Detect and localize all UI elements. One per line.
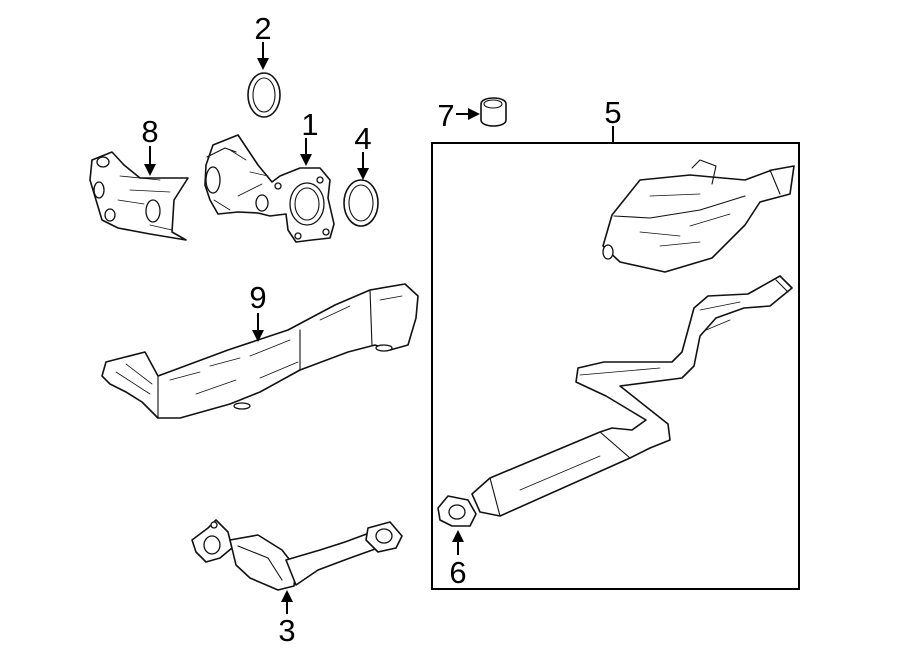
part-7-insulator[interactable] <box>480 97 507 127</box>
part-5-muffler[interactable] <box>602 159 795 273</box>
callout-8: 8 <box>141 114 159 176</box>
part-5-exhaust-assembly-frame <box>431 142 800 590</box>
callout-5-label: 5 <box>604 95 621 130</box>
callout-4: 4 <box>354 121 372 180</box>
callout-3-label: 3 <box>278 613 295 648</box>
callout-5: 5 <box>604 95 622 143</box>
part-4-gasket[interactable] <box>343 179 379 227</box>
callout-4-label: 4 <box>354 121 371 156</box>
callout-2-label: 2 <box>254 11 271 46</box>
part-8-heat-shield[interactable] <box>89 151 189 241</box>
callout-6: 6 <box>449 530 467 590</box>
callout-9: 9 <box>249 280 267 342</box>
callout-7: 7 <box>437 98 480 133</box>
callout-7-label: 7 <box>437 98 454 133</box>
part-6-flange-gasket[interactable] <box>437 495 477 527</box>
part-1-manifold-pipe[interactable] <box>204 134 335 243</box>
part-2-gasket[interactable] <box>247 72 281 118</box>
callout-1: 1 <box>300 107 319 166</box>
part-5-intermediate-pipe[interactable] <box>471 275 793 517</box>
part-9-underbody-shield[interactable] <box>101 283 419 419</box>
callout-3: 3 <box>278 590 296 648</box>
callout-8-label: 8 <box>141 114 158 149</box>
callout-2: 2 <box>254 11 272 70</box>
callout-6-label: 6 <box>449 555 466 590</box>
callout-1-label: 1 <box>301 107 318 142</box>
callout-9-label: 9 <box>249 280 266 315</box>
part-3-front-pipe-converter[interactable] <box>191 519 403 591</box>
